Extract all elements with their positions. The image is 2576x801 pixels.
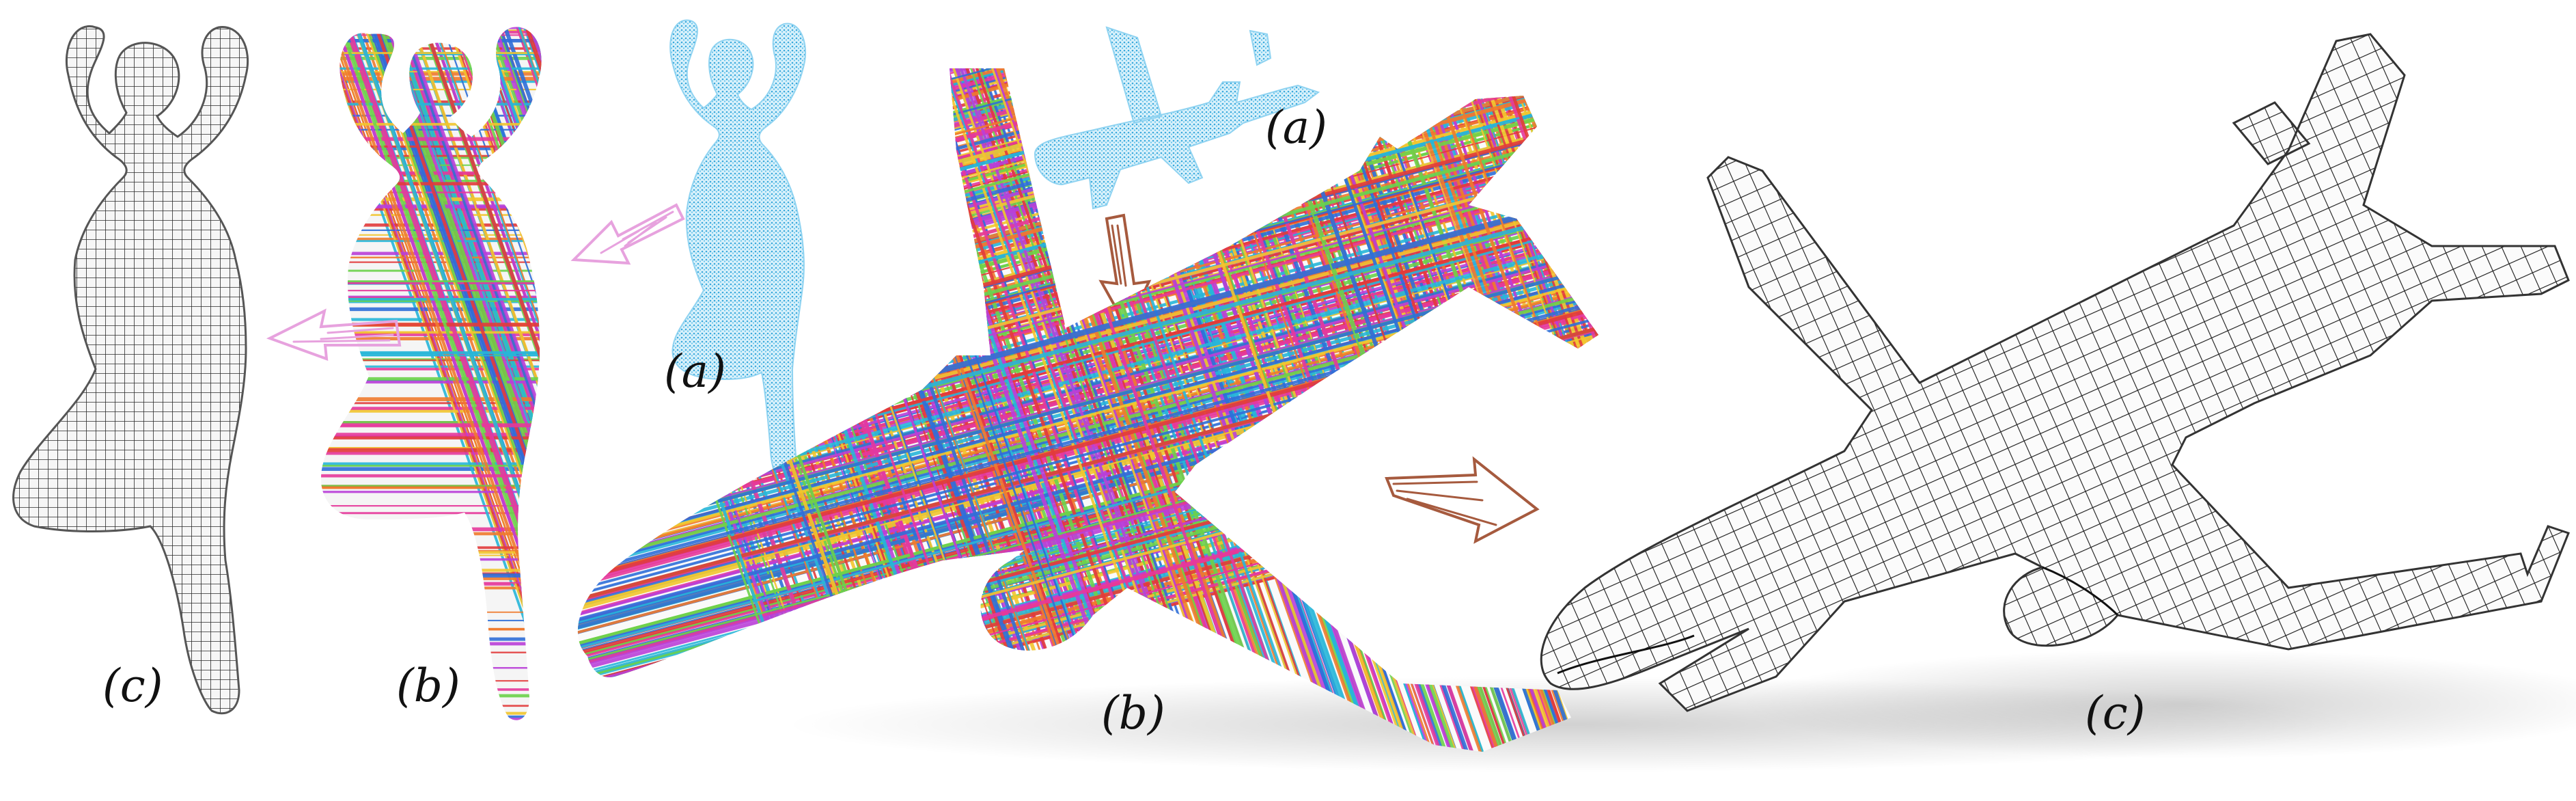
stroke-line bbox=[450, 27, 542, 720]
label-person-a: (a) bbox=[664, 345, 726, 398]
stroke-line bbox=[363, 27, 542, 720]
label-plane-b: (b) bbox=[1101, 687, 1165, 739]
plane-point-cloud bbox=[1034, 26, 1320, 210]
stroke-line bbox=[333, 27, 542, 720]
stroke-line bbox=[458, 27, 542, 720]
arrow-a-to-b-icon bbox=[570, 203, 685, 265]
person-point-cloud bbox=[669, 19, 806, 488]
label-plane-c: (c) bbox=[2085, 687, 2146, 739]
person-quad-mesh bbox=[12, 25, 249, 715]
plane-quad-mesh bbox=[1540, 33, 2570, 712]
stroke-line bbox=[372, 27, 542, 720]
stroke-line bbox=[352, 27, 542, 720]
stroke-line bbox=[402, 27, 542, 720]
stroke-line bbox=[421, 27, 542, 720]
stroke-line bbox=[384, 27, 542, 720]
stroke-line bbox=[361, 27, 542, 720]
arrow-b-to-c-icon bbox=[266, 308, 402, 361]
label-plane-a: (a) bbox=[1265, 101, 1327, 154]
label-person-c: (c) bbox=[102, 660, 163, 712]
ground-shadow bbox=[1742, 649, 2576, 759]
stroke-line bbox=[337, 27, 542, 720]
label-person-b: (b) bbox=[396, 660, 460, 712]
stroke-line bbox=[453, 27, 542, 720]
arrow-plane-b-to-c-icon bbox=[1385, 456, 1540, 544]
stroke-line bbox=[344, 27, 542, 720]
